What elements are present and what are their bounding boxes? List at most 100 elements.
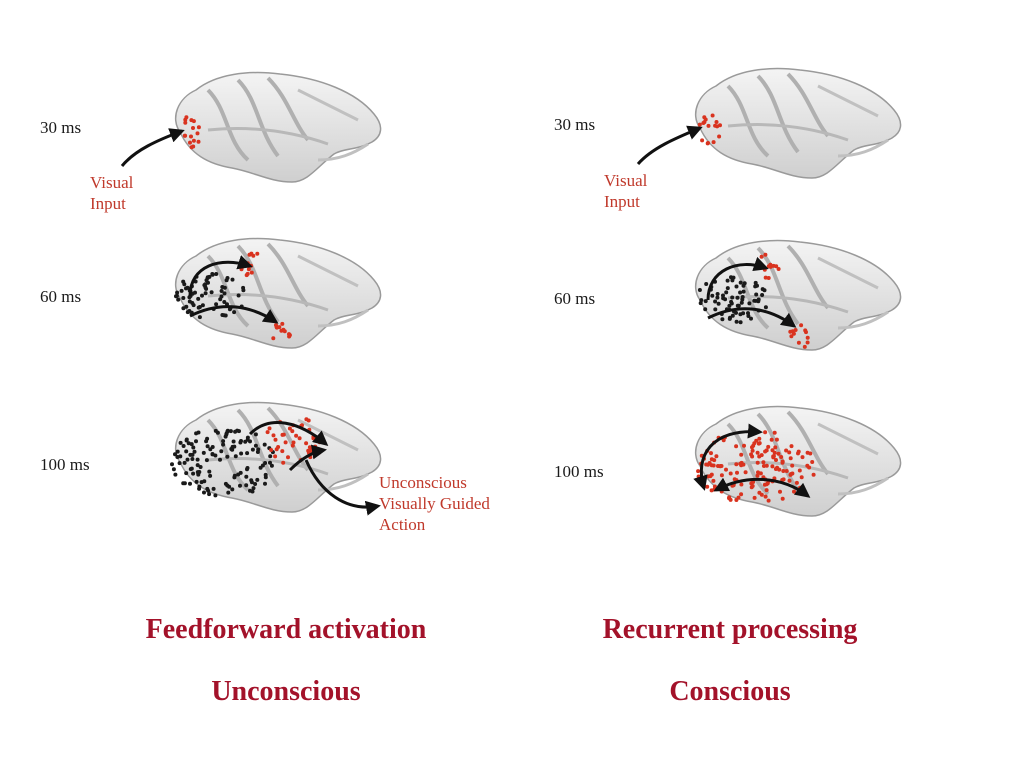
activation-dot — [195, 457, 200, 462]
activation-dot — [741, 289, 746, 294]
activation-dot — [720, 317, 725, 322]
activation-dot — [307, 445, 312, 450]
activation-dot — [750, 448, 755, 453]
activation-dot — [196, 139, 201, 144]
activation-dot — [276, 445, 281, 449]
activation-dot — [188, 140, 192, 145]
activation-dot — [790, 471, 795, 476]
activation-dot — [250, 447, 255, 452]
activation-dot — [715, 295, 720, 300]
activation-dot — [170, 462, 174, 467]
activation-dot — [753, 280, 758, 285]
activation-dot — [280, 321, 285, 326]
dots-left-100ms-black — [170, 428, 275, 498]
activation-dot — [768, 262, 773, 267]
activation-dot — [287, 333, 292, 338]
activation-dot — [718, 464, 723, 468]
activation-dot — [802, 344, 807, 349]
activation-dot — [196, 430, 201, 435]
activation-dot — [804, 330, 808, 335]
activation-dot — [221, 442, 226, 447]
activation-dot — [734, 444, 739, 449]
activation-dot — [208, 473, 213, 478]
activation-dot — [793, 328, 798, 332]
activation-dot — [730, 313, 735, 318]
activation-dot — [210, 452, 215, 456]
activation-dot — [236, 293, 241, 298]
activation-dot — [730, 295, 735, 300]
activation-dot — [763, 494, 768, 499]
activation-dot — [703, 299, 708, 304]
activation-dot — [763, 430, 768, 435]
activation-dot — [196, 296, 201, 301]
activation-dot — [282, 329, 287, 334]
activation-dot — [291, 440, 296, 445]
activation-dot — [205, 444, 210, 449]
recurrent-arrow-100ms-a — [693, 423, 763, 491]
activation-dot — [743, 470, 748, 475]
activation-dot — [787, 450, 792, 455]
activation-dot — [789, 334, 794, 339]
activation-dot — [304, 417, 309, 422]
activation-dot — [746, 311, 750, 316]
activation-dot — [755, 460, 760, 465]
activation-dot — [177, 461, 182, 466]
activation-dot — [770, 464, 775, 469]
activation-dot — [306, 448, 311, 453]
activation-dot — [766, 498, 771, 503]
activation-dot — [192, 449, 197, 454]
activation-dot — [173, 472, 178, 477]
activation-dot — [736, 495, 741, 500]
activation-dot — [239, 451, 244, 456]
activation-dot — [805, 463, 810, 468]
activation-dot — [760, 293, 765, 297]
activation-dot — [771, 263, 776, 268]
activation-dot — [758, 471, 763, 476]
activation-dot — [184, 438, 189, 443]
activation-dot — [208, 447, 213, 452]
activation-dot — [735, 295, 740, 300]
activation-dot — [703, 307, 708, 312]
activation-dot — [202, 490, 206, 495]
activation-dot — [219, 449, 224, 454]
activation-dot — [232, 444, 237, 449]
activation-dot — [205, 486, 210, 491]
activation-dot — [225, 428, 230, 433]
activation-dot — [761, 464, 766, 468]
activation-dot — [233, 454, 238, 459]
activation-dot — [191, 445, 196, 450]
activation-dot — [715, 292, 720, 296]
activation-dot — [738, 290, 743, 295]
activation-dot — [194, 439, 198, 444]
activation-dot — [761, 460, 766, 465]
activation-dot — [175, 290, 180, 295]
activation-dot — [255, 251, 260, 256]
activation-dot — [734, 284, 739, 289]
activation-dot — [207, 492, 212, 497]
activation-dot — [714, 454, 719, 459]
activation-dot — [734, 319, 739, 324]
activation-dot — [263, 472, 268, 477]
activation-dot — [764, 463, 769, 468]
activation-dot — [247, 252, 252, 257]
activation-dot — [811, 472, 816, 477]
activation-dot — [781, 469, 786, 473]
activation-dot — [184, 449, 189, 454]
activation-dot — [280, 449, 285, 454]
activation-dot — [196, 125, 201, 130]
activation-dot — [255, 477, 260, 482]
time-label-30ms: 30 ms — [40, 118, 81, 137]
activation-dot — [710, 293, 715, 298]
activation-dot — [253, 443, 258, 448]
activation-dot — [187, 299, 192, 304]
activation-dot — [286, 455, 290, 460]
activation-dot — [171, 467, 176, 472]
activation-dot — [249, 480, 254, 485]
activation-dot — [279, 328, 284, 333]
activation-dot — [191, 138, 196, 143]
activation-dot — [226, 490, 231, 495]
activation-dot — [244, 474, 249, 479]
